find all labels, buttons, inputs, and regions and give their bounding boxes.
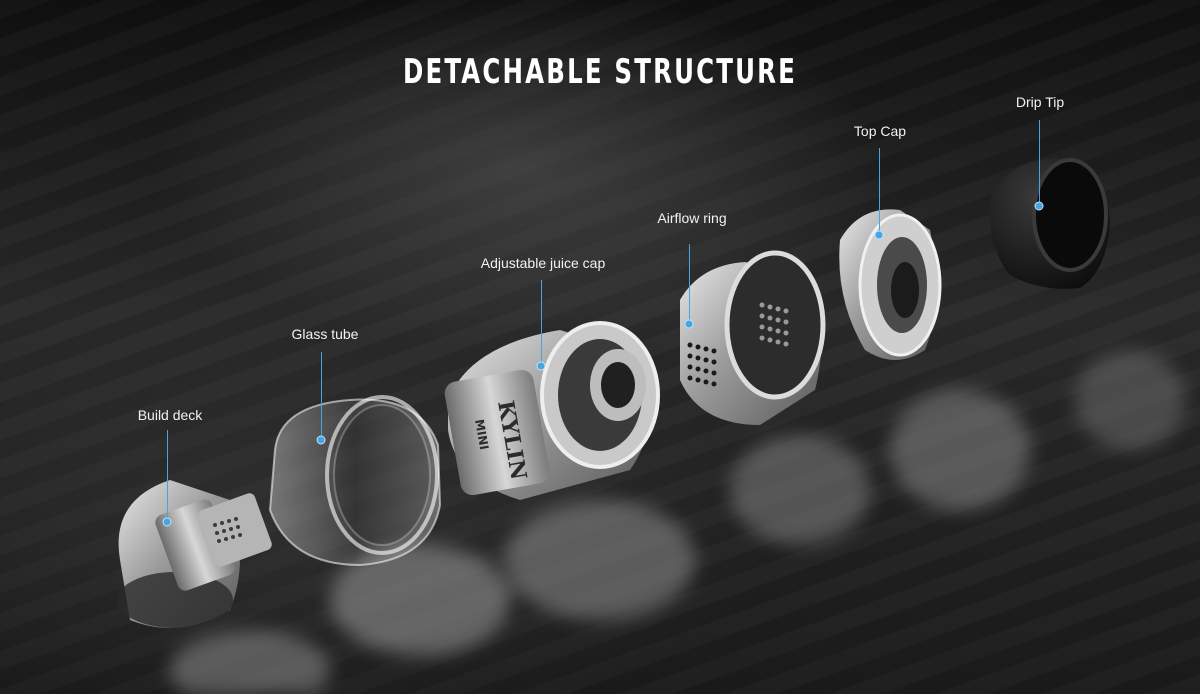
drip-tip-marker	[1034, 201, 1044, 211]
build-deck-image	[117, 480, 272, 628]
build-deck-pointer	[167, 430, 168, 522]
juice-cap-label: Adjustable juice cap	[480, 255, 606, 271]
top-cap-pointer	[879, 148, 880, 235]
airflow-ring-label: Airflow ring	[657, 210, 727, 226]
top-cap-marker	[874, 230, 884, 240]
juice-cap-marker	[536, 361, 546, 371]
page-title: DETACHABLE STRUCTURE	[402, 52, 798, 92]
glass-tube-label: Glass tube	[291, 326, 359, 342]
airflow-ring-marker	[684, 319, 694, 329]
drip-tip-label: Drip Tip	[1015, 94, 1065, 110]
glass-tube-image	[268, 395, 442, 567]
glass-tube-pointer	[321, 352, 322, 440]
drip-tip-pointer	[1039, 120, 1040, 206]
airflow-ring-pointer	[689, 244, 690, 324]
juice-cap-image	[444, 321, 660, 500]
model-text: MINI	[472, 418, 491, 451]
build-deck-marker	[162, 517, 172, 527]
glass-tube-marker	[316, 435, 326, 445]
airflow-ring-image	[680, 250, 826, 425]
brand-text: KYLIN	[492, 399, 532, 482]
drip-tip-image	[989, 158, 1110, 289]
juice-cap-pointer	[541, 280, 542, 366]
top-cap-label: Top Cap	[853, 123, 907, 139]
build-deck-label: Build deck	[137, 407, 203, 423]
top-cap-image	[839, 209, 942, 360]
